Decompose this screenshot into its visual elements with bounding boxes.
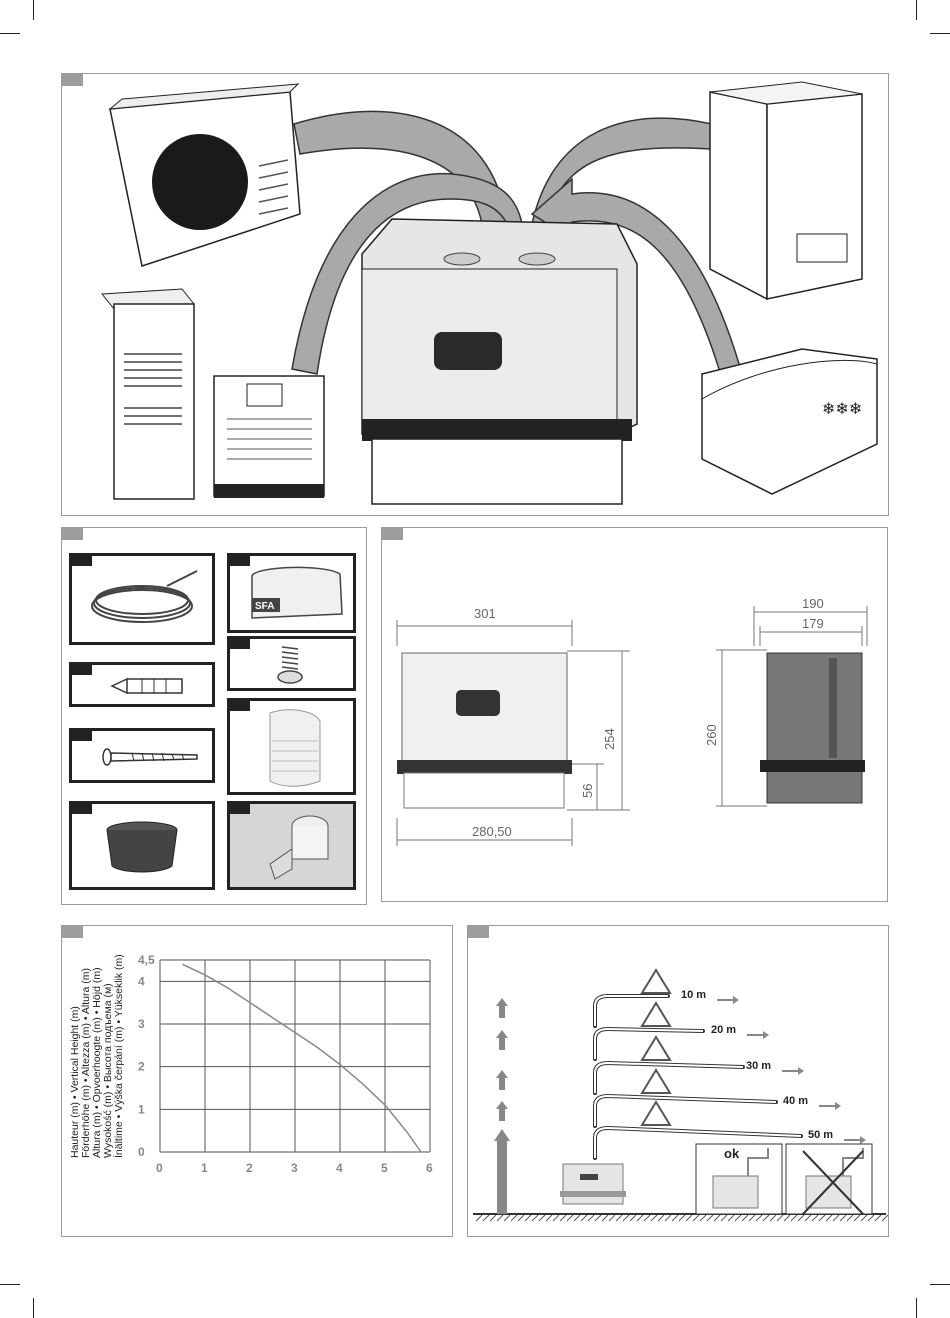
panel-dimensions: 301 280,50 254 56 190 179 260 <box>381 527 888 902</box>
item-tab <box>71 730 92 741</box>
crop-mark <box>916 1298 917 1318</box>
floor-pump <box>560 1164 626 1204</box>
distance-arrow-head <box>733 996 739 1004</box>
item-tab <box>71 664 92 675</box>
panel-pump-curve: Hauteur (m) • Vertical Height (m)Förderh… <box>61 925 453 1237</box>
warning-triangle-icon <box>642 1102 670 1125</box>
chart-ticks: 0 1 2 3 4 5 6 0 1 2 3 4 4,5 <box>138 953 433 1175</box>
panel-tab <box>467 925 489 938</box>
distance-label: 20 m <box>711 1024 736 1036</box>
ac-outdoor-unit <box>110 84 300 266</box>
item-tab <box>229 700 250 711</box>
ground-hatch <box>476 1215 888 1221</box>
panel-tab <box>61 73 83 86</box>
svg-text:❄❄❄: ❄❄❄ <box>822 401 862 418</box>
warning-triangle-icon <box>642 1037 670 1060</box>
dim-side-outer: 190 <box>802 596 824 611</box>
panel-accessories: SFA <box>61 527 367 905</box>
warning-triangle-icon <box>642 1003 670 1026</box>
pipe-runs: 10 m 20 m 30 m 40 m 50 m <box>595 970 866 1158</box>
ylabel-line: Ínältime • Výška čerpání (m) • Yükseklik… <box>112 954 125 1158</box>
ok-example: ok <box>696 1144 782 1214</box>
dim-side-inner: 179 <box>802 616 824 631</box>
accessory-cup <box>69 801 215 890</box>
accessory-filter <box>227 698 356 795</box>
y-tick-label: 4 <box>138 974 145 988</box>
dim-front-height: 254 <box>602 728 617 750</box>
small-pump <box>214 376 324 498</box>
dim-side-height: 260 <box>704 724 719 746</box>
refrigerated-display: ❄❄❄ <box>702 349 877 494</box>
x-tick-label: 6 <box>426 1161 433 1175</box>
distance-label: 30 m <box>746 1060 771 1072</box>
height-arrows <box>494 998 510 1214</box>
x-tick-label: 0 <box>156 1161 163 1175</box>
item-tab <box>229 555 250 566</box>
accessory-screw <box>69 728 215 783</box>
pipe-run <box>595 1063 743 1093</box>
warning-triangle-icon <box>642 1070 670 1093</box>
indoor-cabinet <box>102 289 194 499</box>
pump-side-view <box>760 653 865 803</box>
crop-mark <box>0 33 20 34</box>
dimension-drawing: 301 280,50 254 56 190 179 260 <box>382 528 887 901</box>
item-tab <box>229 803 250 814</box>
x-tick-label: 3 <box>291 1161 298 1175</box>
wall-boiler <box>710 82 862 299</box>
y-tick-label: 4,5 <box>138 953 155 967</box>
pump-front-view <box>397 653 572 808</box>
x-tick-label: 2 <box>246 1161 253 1175</box>
item-tab <box>71 555 92 566</box>
y-tick-label: 1 <box>138 1102 145 1116</box>
panel-tab <box>61 925 83 938</box>
x-tick-label: 1 <box>201 1161 208 1175</box>
distance-arrow-head <box>763 1031 769 1039</box>
applications-illustration: ❄❄❄ <box>62 74 888 515</box>
accessory-cover: SFA <box>227 553 356 633</box>
distance-label: 50 m <box>808 1129 833 1141</box>
dim-bottom-height: 56 <box>580 784 595 798</box>
distance-arrow-head <box>798 1067 804 1075</box>
dim-front-width: 301 <box>474 606 496 621</box>
panel-tab <box>381 527 403 540</box>
brand-logo: SFA <box>255 601 274 612</box>
main-pump <box>362 219 637 504</box>
dim-base-width: 280,50 <box>472 824 512 839</box>
distance-label: 10 m <box>681 989 706 1001</box>
crop-mark <box>930 33 950 34</box>
panel-installation: 10 m 20 m 30 m 40 m 50 m ok <box>467 925 889 1237</box>
warning-triangle-icon <box>642 970 670 993</box>
distance-arrow-head <box>835 1102 841 1110</box>
chart-grid <box>160 960 430 1152</box>
y-tick-label: 2 <box>138 1060 145 1074</box>
y-axis-label: Hauteur (m) • Vertical Height (m)Förderh… <box>69 954 125 1158</box>
crop-mark <box>930 1284 950 1285</box>
x-tick-label: 4 <box>336 1161 343 1175</box>
y-tick-label: 0 <box>138 1145 145 1159</box>
item-tab <box>71 803 92 814</box>
y-tick-label: 3 <box>138 1017 145 1031</box>
crop-mark <box>33 1298 34 1318</box>
accessory-connector <box>227 801 356 890</box>
crop-mark <box>33 0 34 20</box>
crop-mark <box>916 0 917 20</box>
pump-curve-chart: Hauteur (m) • Vertical Height (m)Förderh… <box>62 926 452 1236</box>
ok-label: ok <box>724 1146 740 1161</box>
distance-arrow-head <box>860 1136 866 1144</box>
panel-applications: ❄❄❄ <box>61 73 889 516</box>
not-ok-example <box>786 1144 872 1214</box>
installation-diagram: 10 m 20 m 30 m 40 m 50 m ok <box>468 926 888 1236</box>
accessory-tube <box>69 553 215 645</box>
item-tab <box>229 638 250 649</box>
accessory-wall-plug <box>69 662 215 707</box>
distance-label: 40 m <box>783 1095 808 1107</box>
x-tick-label: 5 <box>381 1161 388 1175</box>
crop-mark <box>0 1284 20 1285</box>
accessory-spring <box>227 636 356 691</box>
panel-tab <box>61 527 83 540</box>
